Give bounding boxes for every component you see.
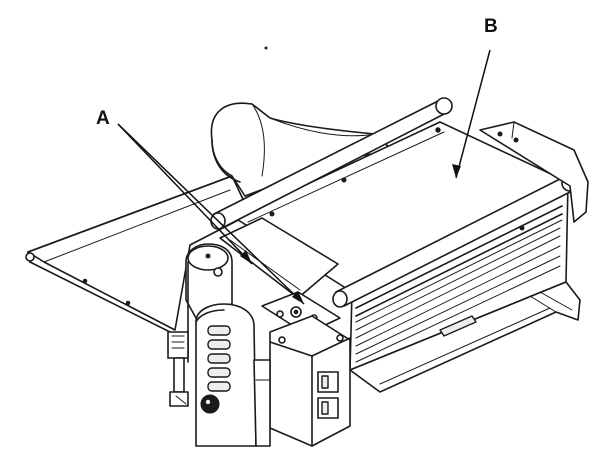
front-column <box>195 303 257 447</box>
speck <box>264 46 268 50</box>
lower-base <box>349 281 581 393</box>
leader-a <box>117 123 305 305</box>
blade-guard <box>219 217 339 299</box>
leader-b <box>452 49 491 179</box>
callout-label-b: B <box>484 16 498 37</box>
dust-hood <box>210 102 393 197</box>
switch-box <box>269 315 351 447</box>
crank-linkage <box>167 331 189 407</box>
left-housing <box>185 243 233 363</box>
right-end-bracket <box>479 121 589 223</box>
callout-label-a: A <box>96 108 110 129</box>
motor-housing <box>253 359 271 447</box>
